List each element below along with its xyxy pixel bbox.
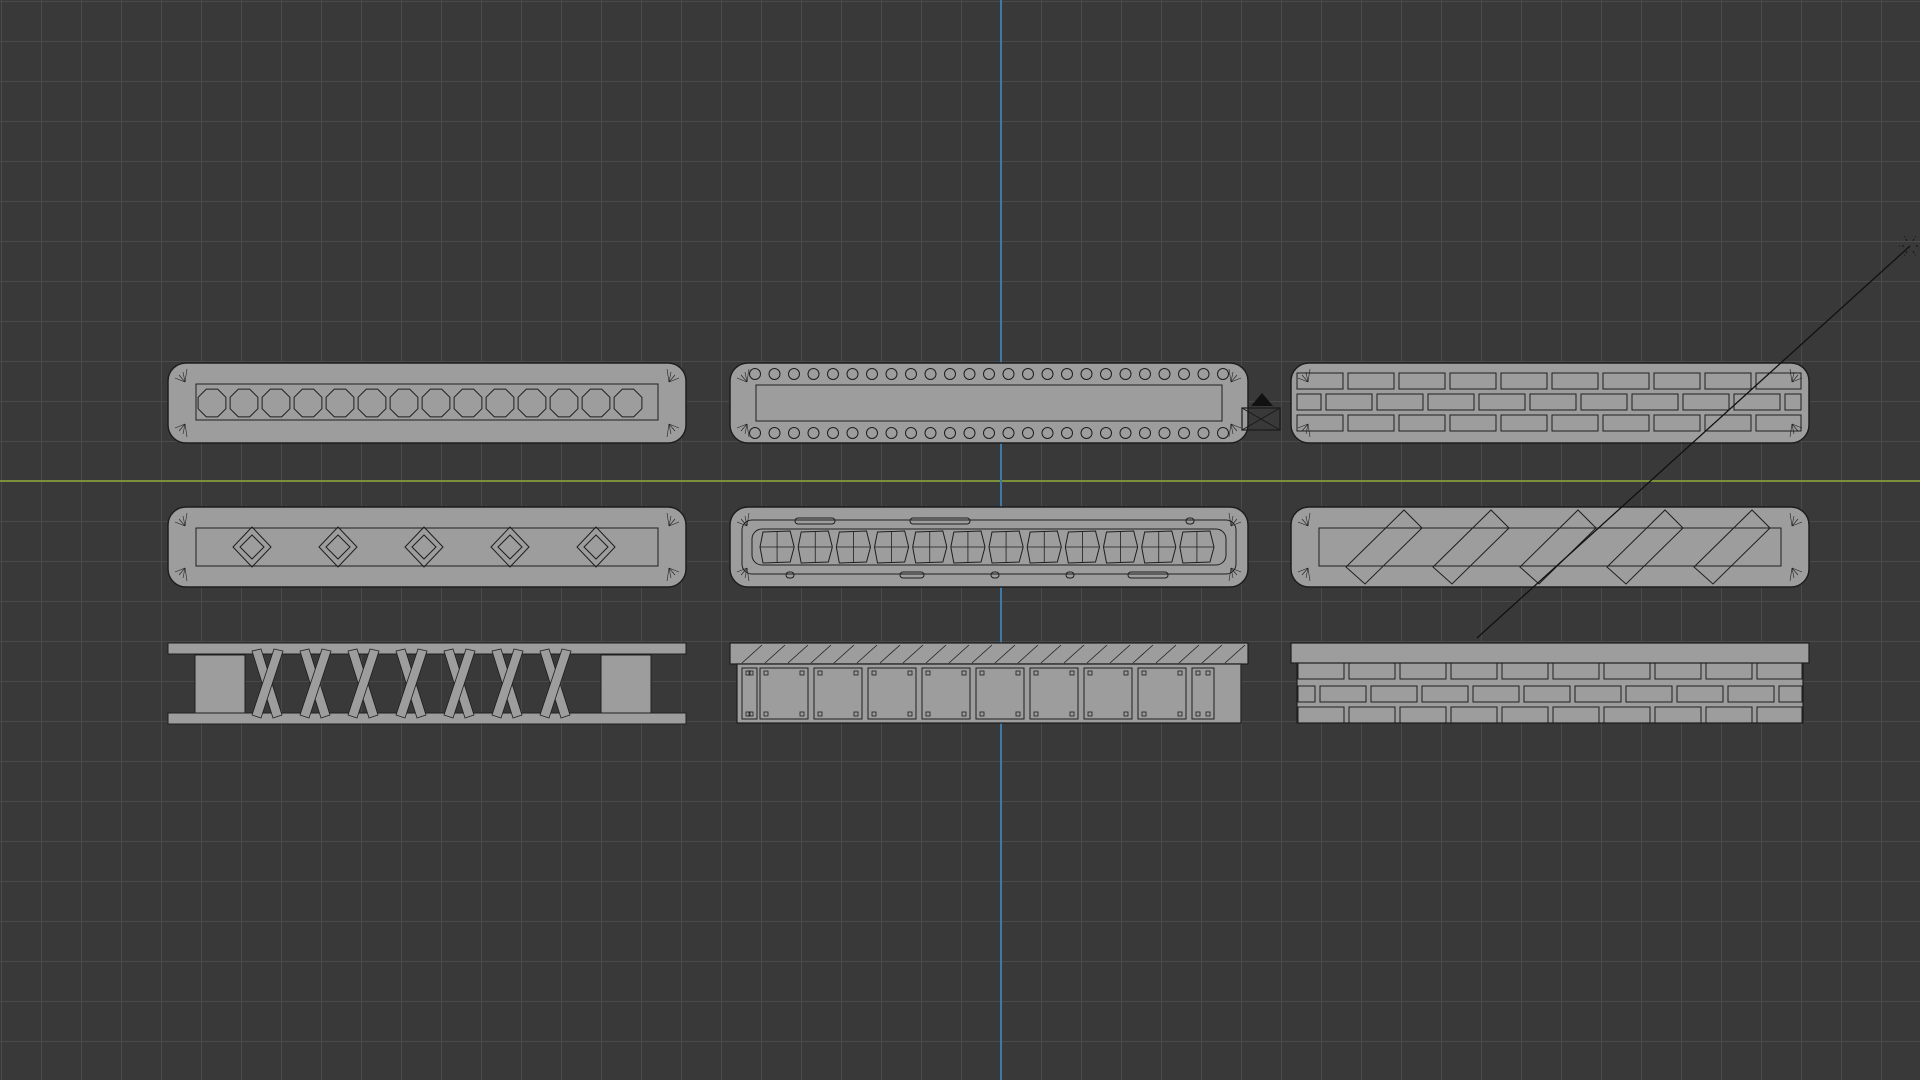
panel-brick-wall-trim[interactable] [1290,642,1810,724]
panel-cross-brace-trim[interactable] [167,642,687,725]
panel-riveted-plate-trim[interactable] [729,642,1249,724]
panel-cobblestone-trim[interactable] [729,506,1249,588]
panel-diamond-trim[interactable] [167,506,687,588]
panel-brick-inset-trim[interactable] [1290,362,1810,444]
camera-object-icon[interactable] [1241,393,1281,431]
panel-octagon-trim[interactable] [167,362,687,444]
panel-rivet-circle-trim[interactable] [729,362,1249,444]
sun-light-object-icon[interactable] [1476,236,1920,639]
panel-diagonal-slat-trim[interactable] [1290,506,1810,588]
